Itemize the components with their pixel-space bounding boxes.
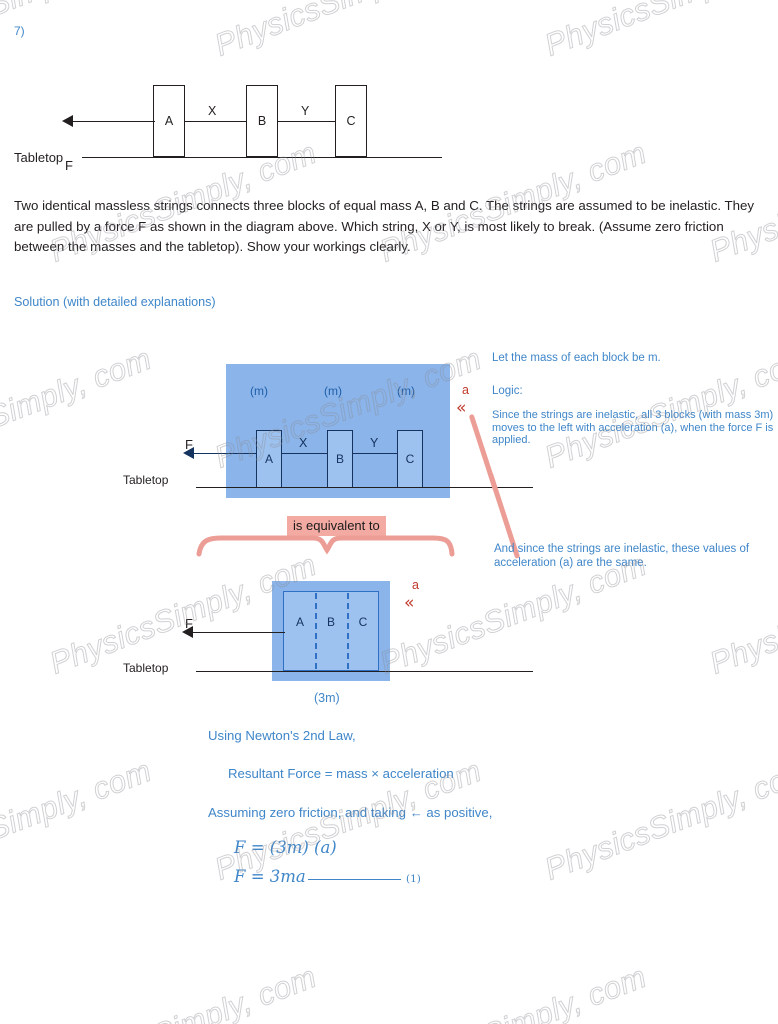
question-number: 7) (14, 24, 25, 38)
working-line-2: Resultant Force = mass × acceleration (228, 766, 454, 781)
block-b-label-top: B (257, 114, 267, 128)
block-c-label-sol2: C (358, 615, 368, 629)
equivalence-brace (196, 535, 455, 557)
watermark-text: PhysicsSimply, com (375, 958, 652, 1024)
string-x-line-top (185, 121, 247, 122)
accel-label-sol1: a (462, 383, 469, 397)
note-logic-line-1: Since the strings are inelastic, all 3 b… (492, 409, 774, 421)
watermark-text: PhysicsSimply, com (0, 752, 157, 887)
watermark-text: PhysicsSimply, com (705, 958, 778, 1024)
watermark-text: PhysicsSimply, com (210, 0, 487, 64)
string-y-line-top (278, 121, 335, 122)
force-arrow-line-sol1 (192, 453, 257, 454)
divider-bc (347, 593, 349, 669)
block-c-label-sol1: C (405, 452, 415, 466)
watermark-text: PhysicsSimply, com (540, 752, 778, 887)
question-text: Two identical massless strings connects … (14, 198, 755, 254)
equation-2: F = 3ma (234, 867, 306, 886)
equivalence-chip: is equivalent to (287, 516, 386, 536)
force-label-top: F (65, 158, 73, 173)
watermark-text: PhysicsSimply, com (540, 0, 778, 64)
block-a-label-sol2: A (295, 615, 304, 629)
string-x-line-sol1 (282, 453, 327, 454)
working-line-3: Assuming zero friction, and taking ← as … (208, 805, 493, 820)
tabletop-line-sol2 (196, 671, 533, 672)
equation-2-rule (308, 879, 401, 880)
tabletop-label-sol2: Tabletop (123, 661, 169, 675)
watermark-text: PhysicsSimply, com (45, 958, 322, 1024)
mass-tag-a: (m) (250, 384, 268, 398)
note-same-accel-line-1: And since the strings are inelastic, the… (494, 543, 750, 555)
equation-2-number: (1) (406, 873, 421, 885)
string-x-label-top: X (208, 104, 217, 118)
block-b-label-sol1: B (335, 452, 344, 466)
block-c-sol1 (397, 430, 423, 488)
force-arrow-line-top (72, 121, 155, 122)
note-same-accel-line-2: acceleration (a) are the same. (494, 557, 647, 569)
solution2-combined-block (283, 591, 379, 671)
tabletop-label-top: Tabletop (14, 150, 64, 165)
figure-solution-2: A B C F Tabletop (3m) a « (0, 575, 778, 705)
force-arrow-head-sol2 (182, 626, 193, 638)
block-a-sol1 (256, 430, 282, 488)
tabletop-line-top (82, 157, 442, 158)
tabletop-label-sol1: Tabletop (123, 473, 169, 487)
accel-label-sol2: a (412, 578, 419, 592)
mass-tag-b: (m) (324, 384, 342, 398)
accel-arrow-sol2: « (404, 593, 415, 613)
block-b-top (246, 85, 278, 157)
force-arrow-line-sol2 (192, 632, 285, 633)
divider-ab (315, 593, 317, 669)
block-c-top (335, 85, 367, 157)
block-a-label-top: A (164, 114, 174, 128)
note-let-mass: Let the mass of each block be m. (492, 352, 661, 364)
string-y-line-sol1 (353, 453, 397, 454)
block-c-label-top: C (346, 114, 356, 128)
figure-solution-1: (m) (m) (m) F A X B Y C Tabletop a « (0, 360, 778, 505)
force-label-sol1: F (185, 437, 193, 452)
working-line-1: Using Newton's 2nd Law, (208, 728, 356, 743)
tabletop-line-sol1 (196, 487, 533, 488)
force-arrow-head-top (62, 115, 73, 127)
combined-mass-tag: (3m) (314, 691, 340, 705)
string-x-label-sol1: X (299, 436, 308, 450)
note-logic-heading: Logic: (492, 385, 523, 397)
block-a-top (153, 85, 185, 157)
force-label-sol2: F (185, 616, 193, 631)
solution-heading: Solution (with detailed explanations) (14, 295, 216, 309)
figure-top: F A X B Y C Tabletop (0, 60, 778, 185)
block-a-label-sol1: A (264, 452, 273, 466)
mass-tag-c: (m) (397, 384, 415, 398)
equation-1: F = (3m) (a) (234, 838, 337, 857)
string-y-label-top: Y (301, 104, 310, 118)
note-logic-line-2: moves to the left with acceleration (a),… (492, 422, 774, 446)
accel-arrow-sol1: « (456, 398, 467, 418)
block-b-sol1 (327, 430, 353, 488)
block-b-label-sol2: B (326, 615, 335, 629)
string-y-label-sol1: Y (370, 436, 379, 450)
force-arrow-head-sol1 (183, 447, 194, 459)
